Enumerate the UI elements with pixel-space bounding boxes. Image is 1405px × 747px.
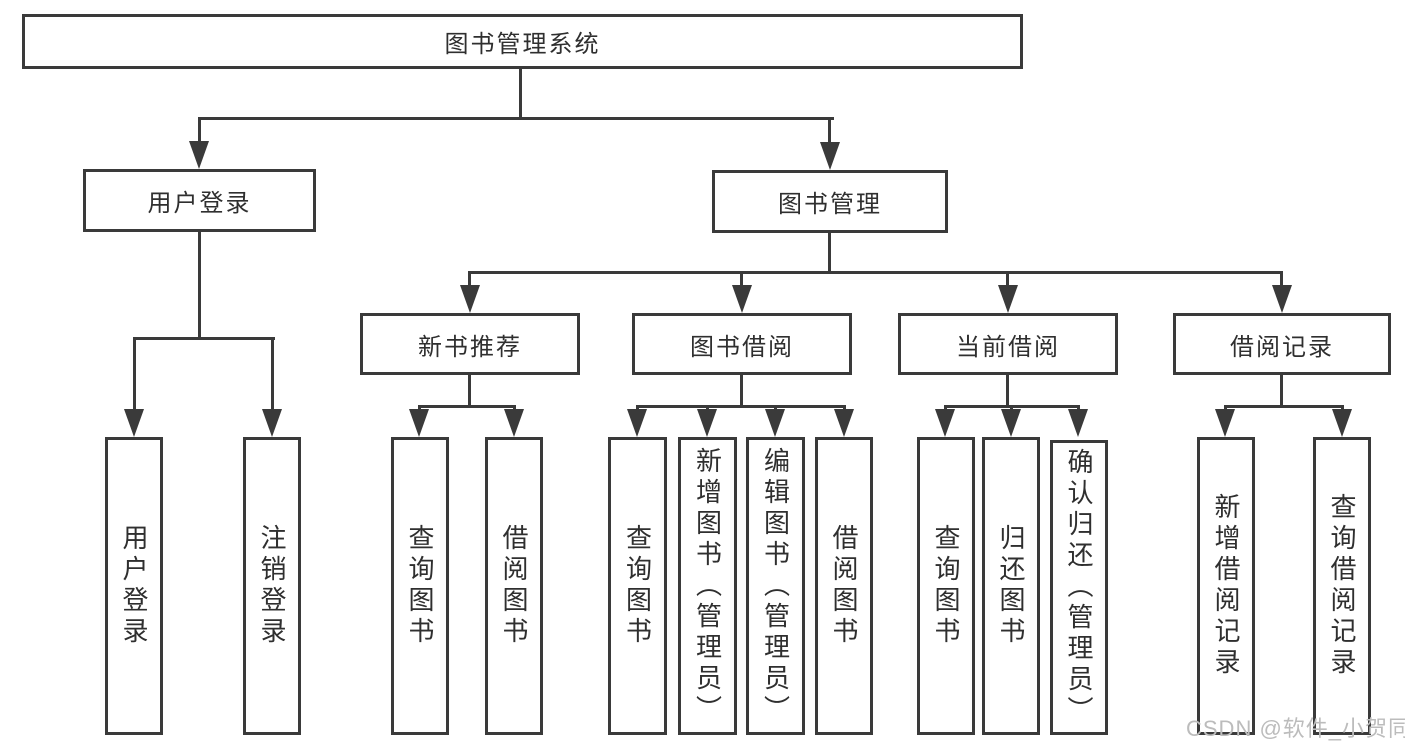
connector-user-login-stem [198, 117, 201, 145]
arrowhead-book-mgmt-icon [820, 142, 840, 170]
arrowhead-leaf-icon [935, 409, 955, 437]
arrowhead-leaf-user-login-icon [124, 409, 144, 437]
connector-current-stem [1006, 271, 1009, 289]
leaf-logout-label: 注销登录 [257, 524, 287, 648]
arrowhead-leaf-logout-icon [262, 409, 282, 437]
node-book-management-group: 图书管理 [712, 170, 948, 233]
leaf-confirm-return-admin: 确认归还（管理员） [1050, 440, 1108, 735]
connector-leaf-logout-stem [271, 337, 274, 414]
leaf-confirm-return-admin-label: 确认归还（管理员） [1064, 448, 1094, 727]
node-root-library-system: 图书管理系统 [22, 14, 1023, 69]
leaf-query-book-current-label: 查询图书 [931, 524, 961, 648]
connector-new-rec-down [468, 373, 471, 408]
connector-user-branch-rail [133, 337, 275, 340]
csdn-watermark: CSDN @软件_小贺同学 [1186, 716, 1405, 741]
arrowhead-leaf-icon [627, 409, 647, 437]
connector-book-branch-rail [469, 271, 1283, 274]
connector-user-branch-stem [198, 231, 201, 340]
node-current-borrowing-label: 当前借阅 [956, 333, 1060, 361]
node-new-book-recommendation-label: 新书推荐 [418, 333, 522, 361]
arrowhead-leaf-icon [1215, 409, 1235, 437]
arrowhead-leaf-icon [1001, 409, 1021, 437]
connector-book-mgmt-stem [828, 117, 831, 145]
node-book-management-group-label: 图书管理 [778, 191, 882, 218]
connector-records-rail [1224, 405, 1344, 408]
leaf-query-borrow-record: 查询借阅记录 [1313, 437, 1371, 735]
node-current-borrowing: 当前借阅 [898, 313, 1118, 375]
leaf-edit-book-admin: 编辑图书（管理员） [746, 437, 805, 735]
arrowhead-leaf-icon [504, 409, 524, 437]
leaf-user-login-label: 用户登录 [119, 524, 149, 648]
leaf-query-book-borrowing: 查询图书 [608, 437, 667, 735]
node-borrowing-records-label: 借阅记录 [1230, 333, 1334, 361]
connector-new-rec-rail [418, 405, 516, 408]
connector-records-down [1280, 373, 1283, 408]
arrowhead-user-login-icon [189, 141, 209, 169]
arrowhead-leaf-icon [409, 409, 429, 437]
connector-leaf-user-login-stem [133, 337, 136, 414]
leaf-query-book-recommend: 查询图书 [391, 437, 449, 735]
leaf-user-login: 用户登录 [105, 437, 163, 735]
arrowhead-current-icon [998, 285, 1018, 313]
connector-book-branch-stem [828, 233, 831, 274]
leaf-query-book-recommend-label: 查询图书 [405, 524, 435, 648]
arrowhead-borrow-icon [732, 285, 752, 313]
connector-root-rail [198, 117, 834, 120]
leaf-query-book-current: 查询图书 [917, 437, 975, 735]
connector-borrow-down [740, 373, 743, 408]
leaf-query-borrow-record-label: 查询借阅记录 [1327, 493, 1357, 679]
connector-borrow-stem [740, 271, 743, 289]
leaf-borrow-book-recommend-label: 借阅图书 [499, 524, 529, 648]
leaf-return-book-label: 归还图书 [996, 524, 1026, 648]
arrowhead-leaf-icon [697, 409, 717, 437]
connector-records-stem [1280, 271, 1283, 289]
node-book-borrowing: 图书借阅 [632, 313, 852, 375]
leaf-borrow-book-borrowing-label: 借阅图书 [829, 524, 859, 648]
leaf-return-book: 归还图书 [982, 437, 1040, 735]
leaf-query-book-borrowing-label: 查询图书 [622, 524, 653, 648]
arrowhead-records-icon [1272, 285, 1292, 313]
connector-new-rec-stem [468, 271, 471, 289]
leaf-borrow-book-borrowing: 借阅图书 [815, 437, 873, 735]
connector-borrow-rail [636, 405, 845, 408]
leaf-add-book-admin-label: 新增图书（管理员） [692, 446, 723, 726]
leaf-edit-book-admin-label: 编辑图书（管理员） [760, 446, 791, 726]
leaf-add-borrow-record: 新增借阅记录 [1197, 437, 1255, 735]
arrowhead-leaf-icon [1068, 409, 1088, 437]
leaf-logout: 注销登录 [243, 437, 301, 735]
arrowhead-leaf-icon [765, 409, 785, 437]
arrowhead-new-rec-icon [460, 285, 480, 313]
node-root-label: 图书管理系统 [444, 31, 601, 58]
node-book-borrowing-label: 图书借阅 [690, 333, 794, 361]
node-user-login-group-label: 用户登录 [147, 190, 252, 217]
leaf-add-book-admin: 新增图书（管理员） [678, 437, 737, 735]
leaf-borrow-book-recommend: 借阅图书 [485, 437, 543, 735]
leaf-add-borrow-record-label: 新增借阅记录 [1211, 493, 1241, 679]
arrowhead-leaf-icon [834, 409, 854, 437]
node-borrowing-records: 借阅记录 [1173, 313, 1391, 375]
arrowhead-leaf-icon [1332, 409, 1352, 437]
connector-root-stem [519, 67, 522, 120]
connector-current-down [1006, 373, 1009, 408]
node-user-login-group: 用户登录 [83, 169, 316, 232]
node-new-book-recommendation: 新书推荐 [360, 313, 580, 375]
